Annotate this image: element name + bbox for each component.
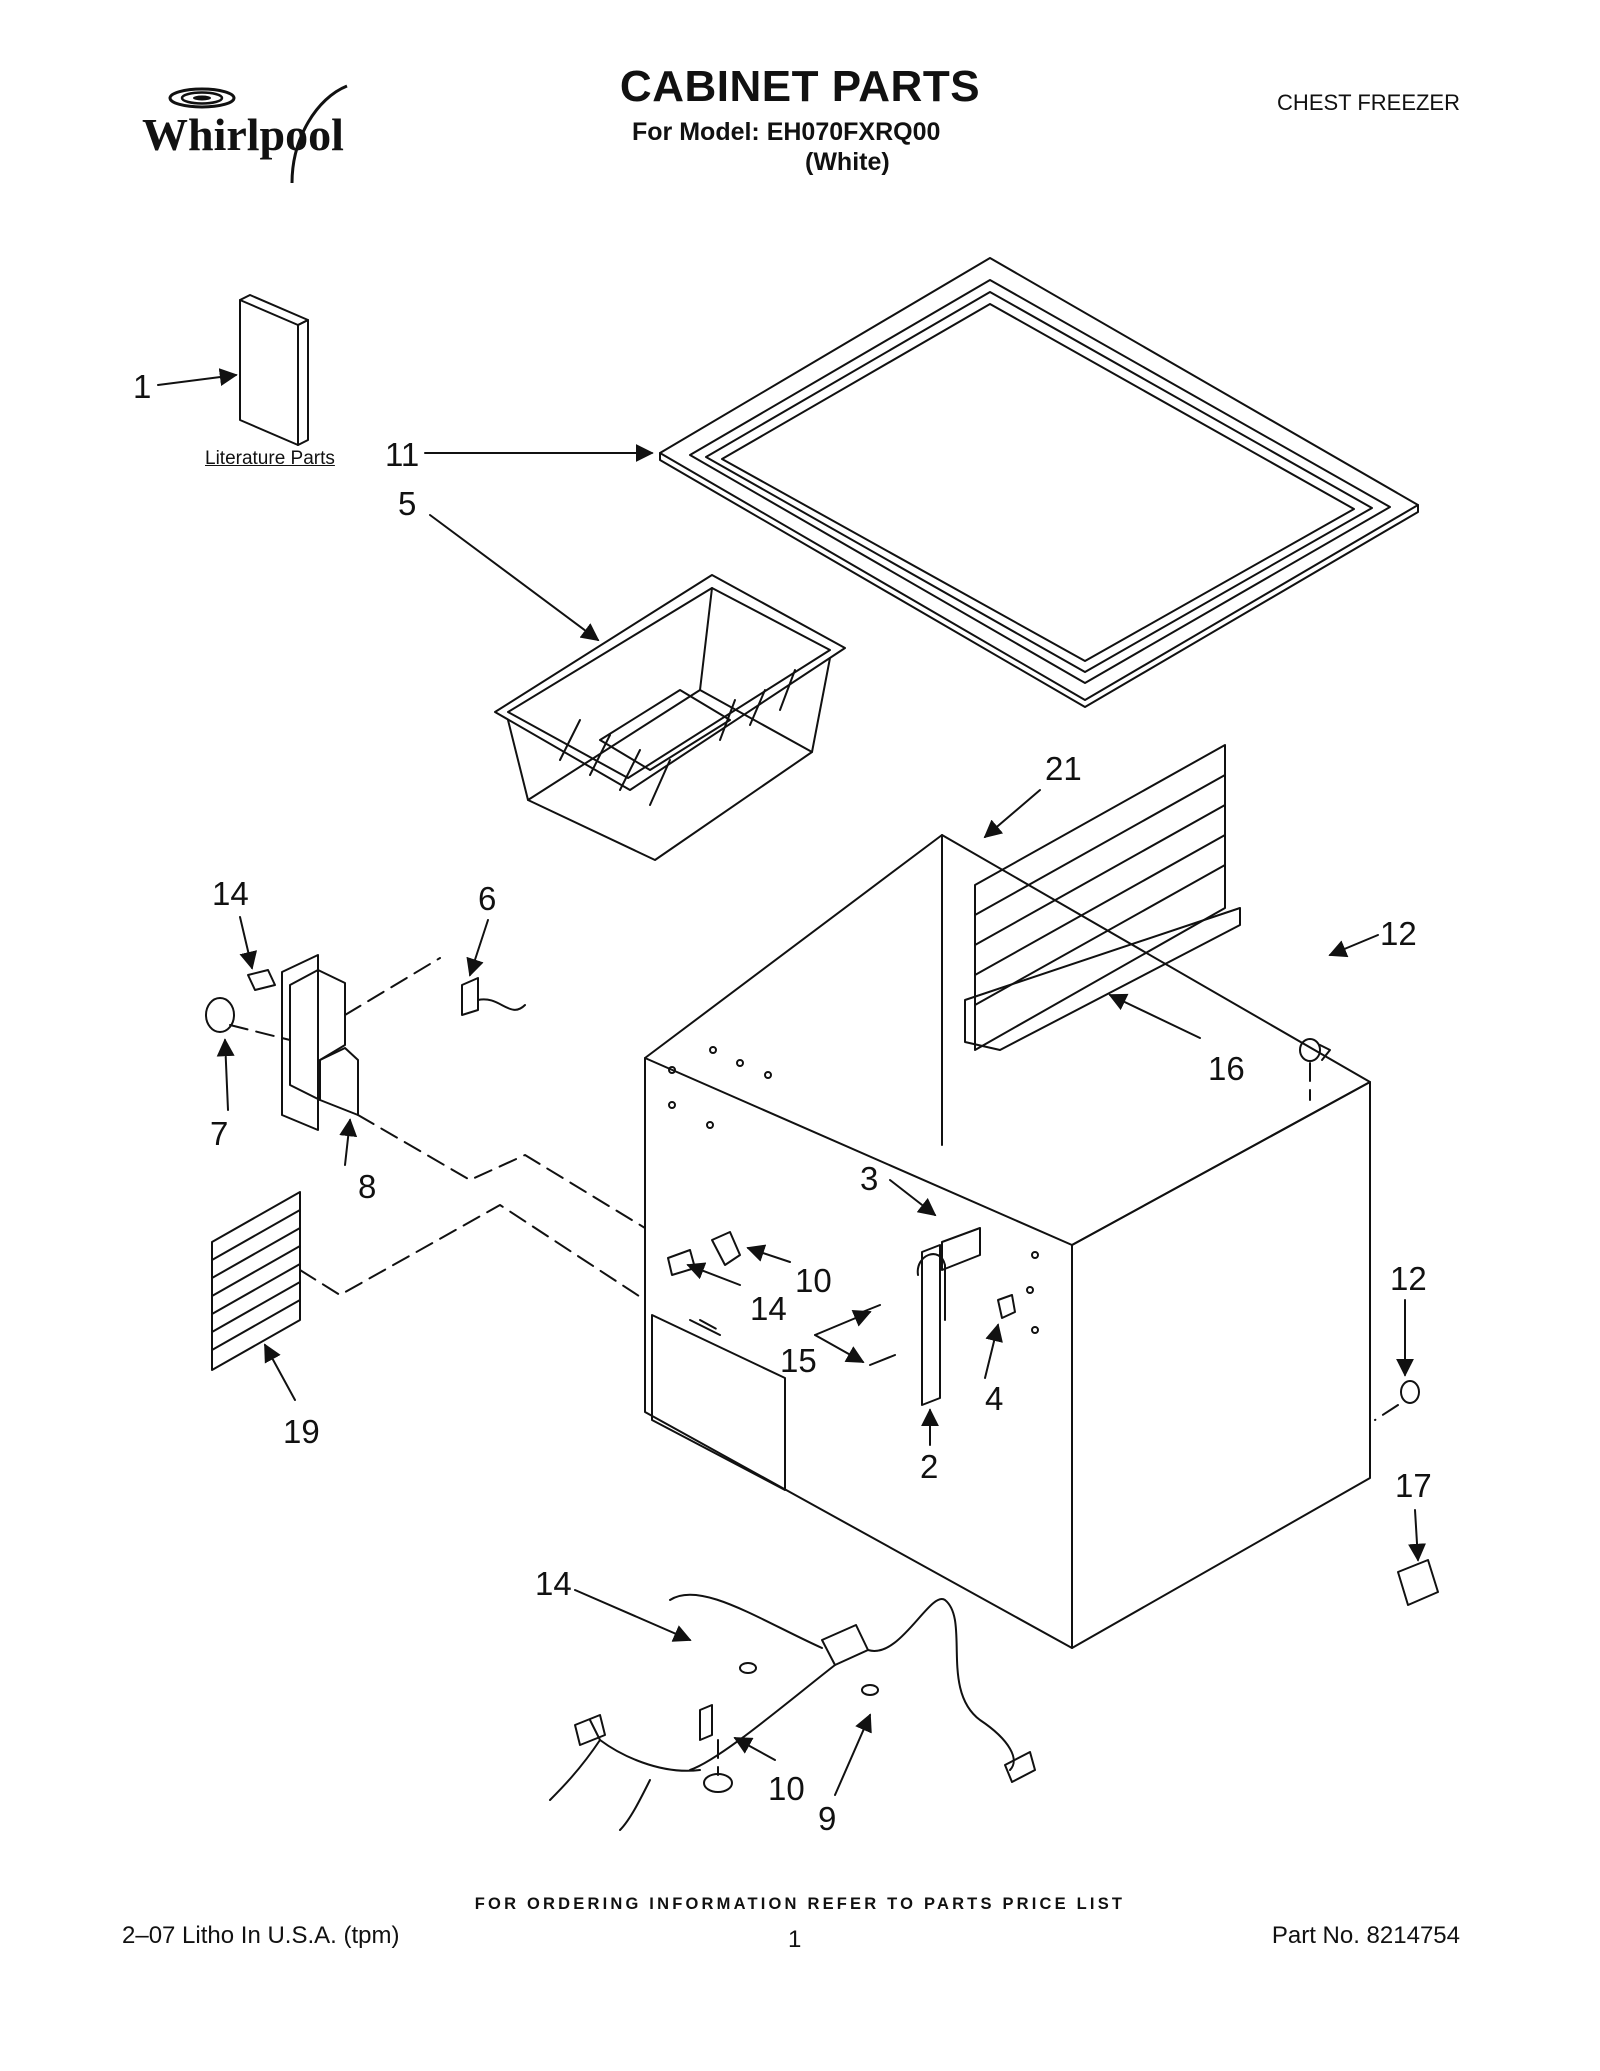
page-number: 1	[788, 1926, 802, 1953]
storage-basket	[494, 574, 846, 861]
model-number: For Model: EH070FXRQ00	[632, 118, 941, 146]
callout-part-12b: 12	[1390, 1260, 1427, 1297]
callout-part-15: 15	[780, 1342, 817, 1379]
callout-part-5: 5	[398, 485, 416, 522]
callout-part-3: 3	[860, 1160, 878, 1197]
callout-part-7: 7	[210, 1115, 228, 1152]
back-grille	[211, 1191, 301, 1371]
literature-parts-label: Literature Parts	[205, 448, 335, 469]
literature-booklet	[239, 294, 309, 446]
callout-part-14a: 14	[212, 875, 249, 912]
cabinet-mounting-holes	[668, 1046, 1039, 1334]
product-type: CHEST FREEZER	[1277, 90, 1460, 115]
cabinet-divider	[964, 744, 1241, 1051]
callout-part-8: 8	[358, 1168, 376, 1205]
callout-part-16: 16	[1208, 1050, 1245, 1087]
whirlpool-logo-graphic: Whirlpool	[142, 84, 348, 184]
whirlpool-logo: Whirlpool	[142, 78, 382, 188]
lid-gasket	[659, 257, 1419, 708]
callout-part-14c: 14	[535, 1565, 572, 1602]
relay-cover-group	[205, 954, 526, 1131]
callout-part-10a: 10	[795, 1262, 832, 1299]
ordering-information: FOR ORDERING INFORMATION REFER TO PARTS …	[474, 1895, 1126, 1913]
callout-part-10b: 10	[768, 1770, 805, 1807]
callout-part-2: 2	[920, 1448, 938, 1485]
callout-leader-lines	[157, 368, 1427, 1796]
model-color: (White)	[805, 148, 890, 176]
logo-wordmark: Whirlpool	[142, 109, 344, 160]
power-cord-harness	[549, 1593, 1036, 1831]
callout-part-11: 11	[385, 436, 419, 473]
callout-part-19: 19	[283, 1413, 320, 1450]
callout-part-6: 6	[478, 880, 496, 917]
freezer-cabinet	[644, 834, 1371, 1649]
callout-part-1: 1	[133, 368, 151, 405]
callout-numbers: 1 11 5 21 14 6 12 7 16 8 3 10 14 12 15 4…	[133, 368, 1432, 1837]
callout-part-17: 17	[1395, 1467, 1432, 1504]
callout-part-9: 9	[818, 1800, 836, 1837]
cabinet-plugs-and-feet	[1299, 1038, 1439, 1606]
litho-print-info: 2–07 Litho In U.S.A. (tpm)	[122, 1922, 400, 1949]
page-title: CABINET PARTS	[619, 62, 981, 111]
cabinet-clamp	[667, 1231, 741, 1276]
dashed-connection-lines	[229, 957, 1399, 1776]
callout-part-21: 21	[1045, 750, 1082, 787]
hinge-assembly	[854, 1227, 1016, 1406]
callout-part-4: 4	[985, 1380, 1003, 1417]
part-number: Part No. 8214754	[1271, 1922, 1460, 1949]
callout-part-14b: 14	[750, 1290, 787, 1327]
callout-part-12a: 12	[1380, 915, 1417, 952]
